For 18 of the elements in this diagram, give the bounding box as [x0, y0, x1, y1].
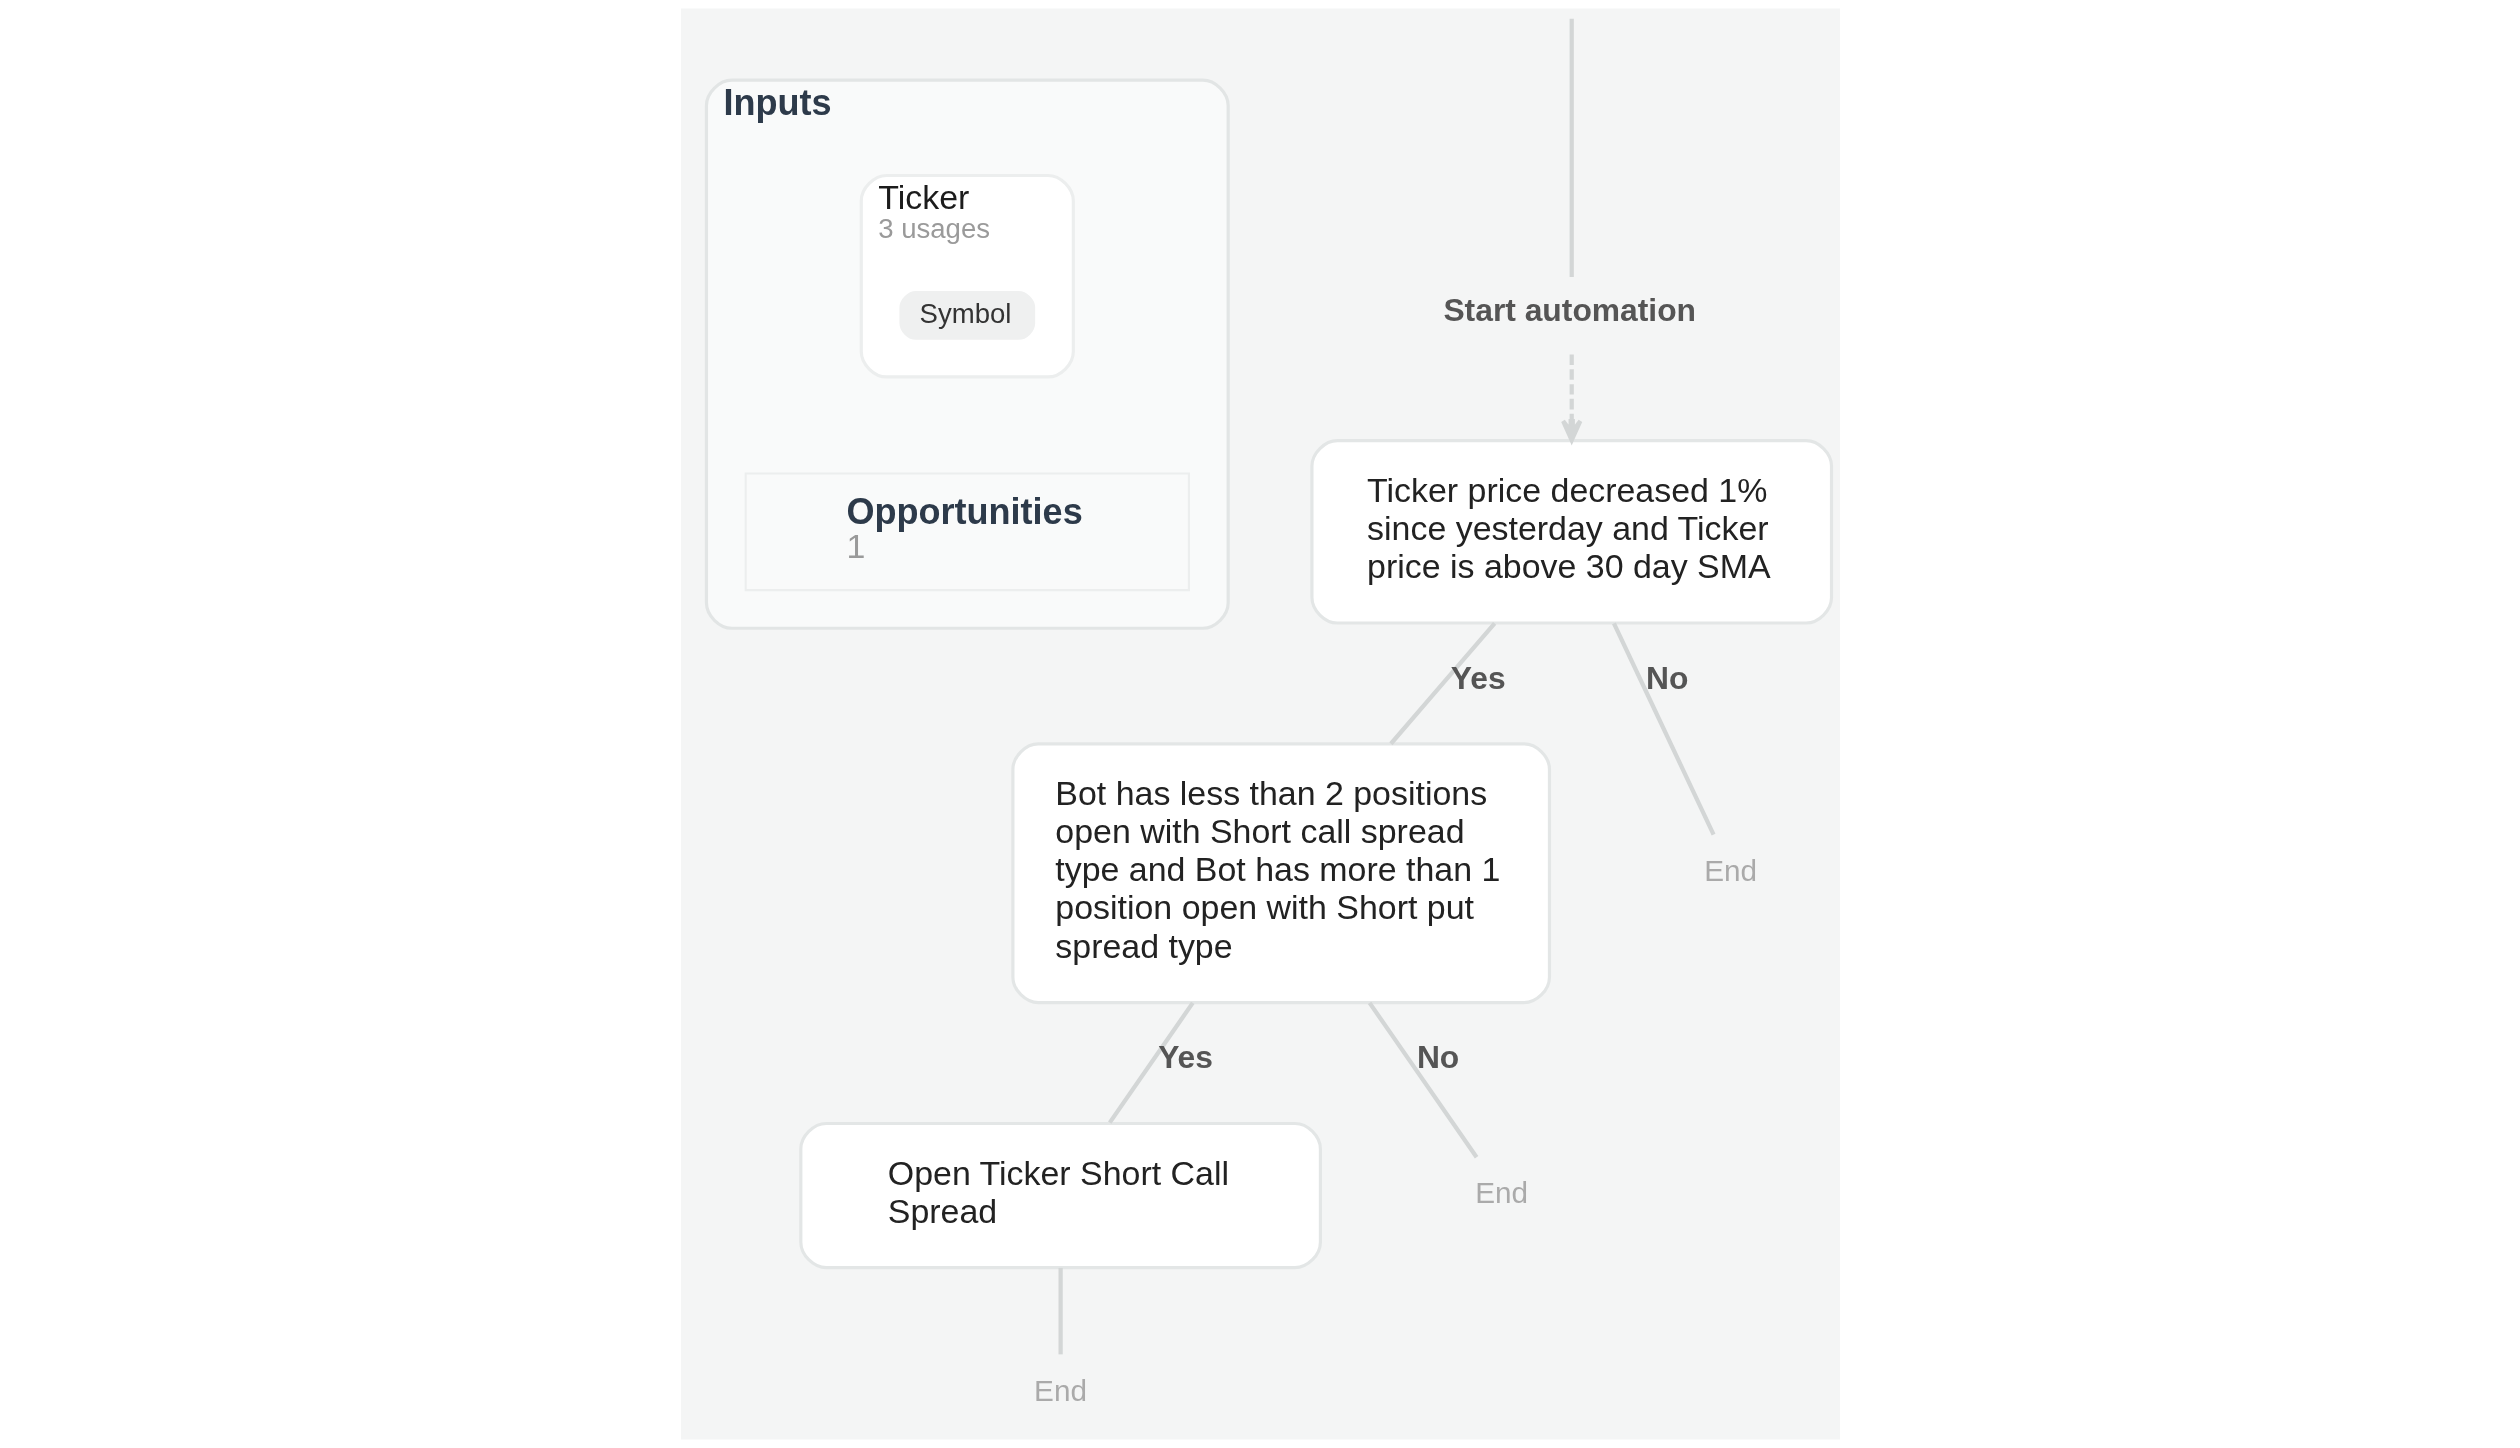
connector: [1388, 622, 1496, 746]
edge-label: Yes: [1157, 1039, 1213, 1076]
connector: [1367, 1001, 1478, 1159]
connector: [1107, 1001, 1194, 1124]
node-box: Open Ticker Short Call Spread: [798, 1121, 1322, 1270]
node-box: Ticker price decreased 1% since yesterday and Ticker price is above 30 day SMA: [1309, 439, 1833, 625]
node-box: Bot has less than 2 positions open with Short call spread type and Bot has more than 1 position open with Short put spread type: [1010, 742, 1551, 1005]
arrow: [1560, 354, 1582, 443]
edge-label: Yes: [1450, 659, 1506, 696]
node-text: End: [1033, 1373, 1087, 1407]
node-text: End: [1703, 854, 1757, 888]
connector: [1058, 1267, 1063, 1355]
connector: [1569, 18, 1574, 278]
node-text: End: [1474, 1176, 1528, 1210]
connector: [1611, 622, 1715, 836]
edge-label: No: [1416, 1039, 1459, 1076]
node-text: Start automation: [1442, 291, 1696, 328]
edge-label: No: [1645, 659, 1688, 696]
